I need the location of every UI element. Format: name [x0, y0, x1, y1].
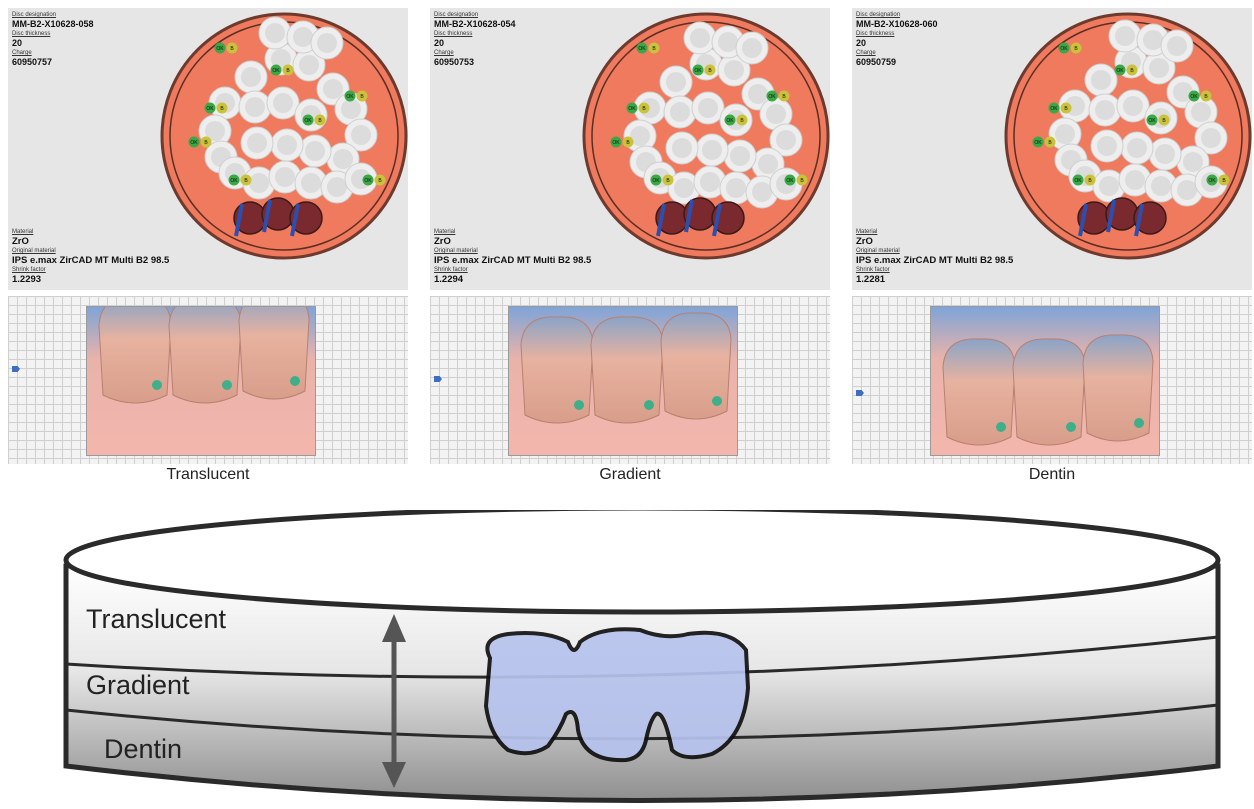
- caption-dentin: Dentin: [852, 466, 1252, 484]
- material-value: ZrO: [12, 236, 232, 247]
- position-view[interactable]: [430, 296, 830, 464]
- svg-text:OK: OK: [304, 118, 312, 124]
- original-material-label: Original material: [856, 248, 1076, 255]
- svg-text:OK: OK: [652, 178, 660, 184]
- shrink-factor-label: Shrink factor: [12, 267, 232, 274]
- material-info: Material ZrO Original material IPS e.max…: [434, 229, 654, 286]
- bridge-render: [87, 307, 315, 455]
- disc-thickness: 20: [856, 38, 1006, 49]
- shrink-factor-label: Shrink factor: [856, 267, 1076, 274]
- nesting-screen: Disc designation MM-B2-X10628-054 Disc t…: [430, 8, 830, 290]
- shrink-factor-value: 1.2293: [12, 274, 232, 285]
- disc-cylinder: [0, 510, 1254, 804]
- disc-thickness-label: Disc thickness: [12, 31, 162, 38]
- charge-label: Charge: [856, 50, 1006, 57]
- disc-designation: MM-B2-X10628-060: [856, 19, 1006, 30]
- svg-text:OK: OK: [1050, 106, 1058, 112]
- layer-label-gradient: Gradient: [86, 670, 190, 701]
- svg-text:OK: OK: [272, 68, 280, 74]
- material-value: ZrO: [856, 236, 1076, 247]
- svg-text:OK: OK: [190, 140, 198, 146]
- disc-panel-gradient: Disc designation MM-B2-X10628-054 Disc t…: [430, 8, 830, 464]
- disc-designation-label: Disc designation: [856, 12, 1006, 19]
- bridge-render: [931, 307, 1159, 455]
- position-view[interactable]: [852, 296, 1252, 464]
- svg-text:OK: OK: [694, 68, 702, 74]
- shrink-factor-value: 1.2294: [434, 274, 654, 285]
- layer-label-translucent: Translucent: [86, 604, 226, 635]
- svg-text:OK: OK: [1116, 68, 1124, 74]
- disc-panel-dentin: Disc designation MM-B2-X10628-060 Disc t…: [852, 8, 1252, 464]
- disc-layer-diagram: Translucent Gradient Dentin: [0, 510, 1254, 804]
- material-label: Material: [12, 229, 232, 236]
- charge-label: Charge: [434, 50, 584, 57]
- disc-info: Disc designation MM-B2-X10628-058 Disc t…: [12, 12, 162, 69]
- svg-text:OK: OK: [1190, 94, 1198, 100]
- material-info: Material ZrO Original material IPS e.max…: [856, 229, 1076, 286]
- svg-text:OK: OK: [786, 178, 794, 184]
- charge-label: Charge: [12, 50, 162, 57]
- svg-text:OK: OK: [206, 106, 214, 112]
- charge-value: 60950753: [434, 57, 584, 68]
- bridge-outline: [486, 629, 748, 760]
- layer-label-dentin: Dentin: [104, 734, 182, 765]
- original-material-label: Original material: [12, 248, 232, 255]
- svg-text:OK: OK: [346, 94, 354, 100]
- position-view[interactable]: [8, 296, 408, 464]
- disc-designation-label: Disc designation: [434, 12, 584, 19]
- svg-text:OK: OK: [612, 140, 620, 146]
- position-marker-icon[interactable]: [12, 366, 20, 372]
- original-material-value: IPS e.max ZirCAD MT Multi B2 98.5: [856, 255, 1076, 266]
- svg-text:OK: OK: [1060, 46, 1068, 52]
- caption-translucent: Translucent: [8, 466, 408, 484]
- disc-designation-label: Disc designation: [12, 12, 162, 19]
- original-material-value: IPS e.max ZirCAD MT Multi B2 98.5: [434, 255, 654, 266]
- disc-panel-translucent: Disc designation MM-B2-X10628-058 Disc t…: [8, 8, 408, 464]
- svg-text:OK: OK: [638, 46, 646, 52]
- disc-designation: MM-B2-X10628-058: [12, 19, 162, 30]
- restoration-box: [508, 306, 738, 456]
- disc-info: Disc designation MM-B2-X10628-054 Disc t…: [434, 12, 584, 69]
- disc-designation: MM-B2-X10628-054: [434, 19, 584, 30]
- svg-text:OK: OK: [364, 178, 372, 184]
- charge-value: 60950757: [12, 57, 162, 68]
- material-value: ZrO: [434, 236, 654, 247]
- position-marker-icon[interactable]: [856, 390, 864, 396]
- original-material-label: Original material: [434, 248, 654, 255]
- caption-gradient: Gradient: [430, 466, 830, 484]
- shrink-factor-label: Shrink factor: [434, 267, 654, 274]
- svg-text:OK: OK: [628, 106, 636, 112]
- material-info: Material ZrO Original material IPS e.max…: [12, 229, 232, 286]
- position-marker-icon[interactable]: [434, 376, 442, 382]
- disc-thickness: 20: [434, 38, 584, 49]
- original-material-value: IPS e.max ZirCAD MT Multi B2 98.5: [12, 255, 232, 266]
- svg-text:OK: OK: [726, 118, 734, 124]
- svg-text:OK: OK: [216, 46, 224, 52]
- disc-thickness-label: Disc thickness: [856, 31, 1006, 38]
- svg-text:OK: OK: [1208, 178, 1216, 184]
- restoration-box: [930, 306, 1160, 456]
- material-label: Material: [856, 229, 1076, 236]
- svg-text:OK: OK: [230, 178, 238, 184]
- nesting-screen: Disc designation MM-B2-X10628-060 Disc t…: [852, 8, 1252, 290]
- disc-thickness: 20: [12, 38, 162, 49]
- disc-thickness-label: Disc thickness: [434, 31, 584, 38]
- bridge-render: [509, 307, 737, 455]
- svg-text:OK: OK: [1034, 140, 1042, 146]
- restoration-box: [86, 306, 316, 456]
- shrink-factor-value: 1.2281: [856, 274, 1076, 285]
- charge-value: 60950759: [856, 57, 1006, 68]
- nesting-screen: Disc designation MM-B2-X10628-058 Disc t…: [8, 8, 408, 290]
- svg-text:OK: OK: [768, 94, 776, 100]
- svg-text:OK: OK: [1148, 118, 1156, 124]
- svg-text:OK: OK: [1074, 178, 1082, 184]
- disc-info: Disc designation MM-B2-X10628-060 Disc t…: [856, 12, 1006, 69]
- material-label: Material: [434, 229, 654, 236]
